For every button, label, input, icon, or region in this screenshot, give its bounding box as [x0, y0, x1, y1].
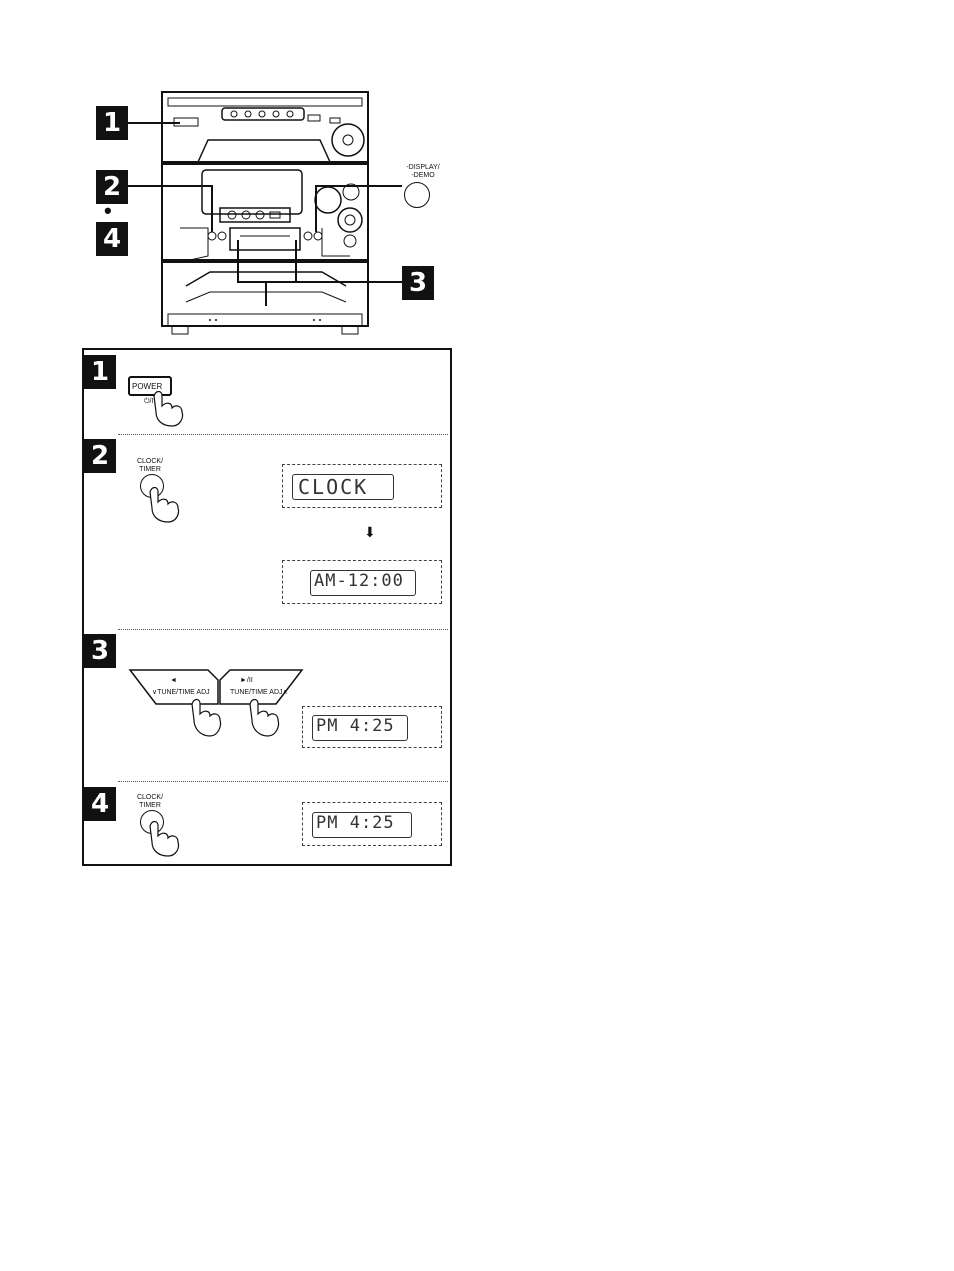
- hand-press-icon: [150, 388, 190, 428]
- step-2-number: 2: [84, 439, 116, 473]
- separator-3: [118, 781, 448, 782]
- step-3-number: 3: [84, 634, 116, 668]
- callout-1: 1: [96, 106, 128, 140]
- lcd-text-pm-adjust: PM 4:25: [316, 716, 395, 736]
- hand-press-icon: [146, 484, 186, 524]
- lcd-text-am: AM-12:00: [314, 571, 404, 591]
- separator-2: [118, 629, 448, 630]
- callout-4: 4: [96, 222, 128, 256]
- step-1-number: 1: [84, 355, 116, 389]
- display-demo-label: -DISPLAY/ -DEMO: [398, 164, 448, 180]
- tune-down-symbol: ◄: [170, 677, 177, 684]
- clock-timer-label: CLOCK/ TIMER: [130, 794, 170, 810]
- separator-1: [118, 434, 448, 435]
- clock-timer-label: CLOCK/ TIMER: [130, 458, 170, 474]
- tune-up-symbol: ►/II: [240, 677, 253, 684]
- callout-2: 2: [96, 170, 128, 204]
- steps-panel: [82, 348, 452, 866]
- tune-down-button[interactable]: ∨TUNE/TIME ADJ: [152, 688, 210, 696]
- callout-3: 3: [402, 266, 434, 300]
- hand-press-icon: [188, 696, 228, 738]
- tune-up-button[interactable]: TUNE/TIME ADJ∧: [230, 688, 288, 696]
- step-4-number: 4: [84, 787, 116, 821]
- hand-press-icon: [246, 696, 286, 738]
- lcd-text-clock: CLOCK: [298, 475, 368, 499]
- hand-press-icon: [146, 818, 186, 858]
- callout-leader-lines: [0, 0, 954, 340]
- lcd-text-pm-set: PM 4:25: [316, 813, 395, 833]
- callout-bullet: •: [104, 198, 112, 224]
- display-demo-button[interactable]: [404, 182, 430, 208]
- down-arrow-icon: ⬇: [364, 524, 376, 541]
